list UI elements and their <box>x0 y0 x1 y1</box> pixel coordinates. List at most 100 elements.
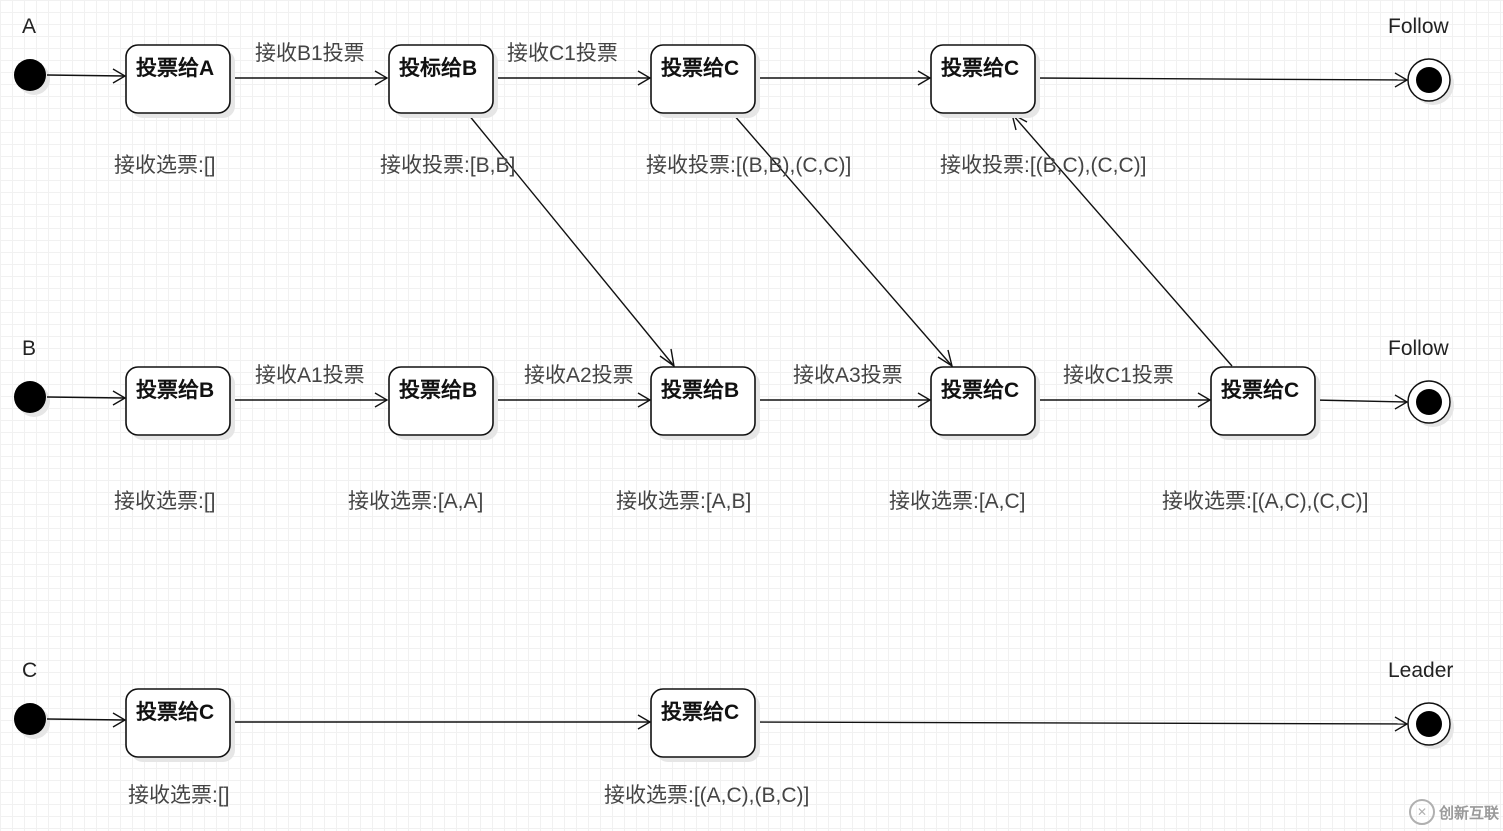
role-label-b: Follow <box>1388 337 1450 360</box>
note-c2: 接收选票:[(A,C),(B,C)] <box>604 784 809 807</box>
edge-label-a2-a3: 接收C1投票 <box>507 42 618 65</box>
state-target-a2: B <box>462 57 477 80</box>
logo-icon: ✕ <box>1408 799 1435 825</box>
arrowhead <box>374 392 389 408</box>
note-b1: 接收选票:[] <box>114 490 216 513</box>
edge-start-a <box>46 74 126 77</box>
arrowhead <box>917 392 932 408</box>
note-a3: 接收投票:[(B,B),(C,C)] <box>646 154 851 177</box>
edge-start-c <box>46 718 126 721</box>
edge-label-b3-b4: 接收A3投票 <box>793 364 903 387</box>
svg-text:投票给C: 投票给C <box>941 378 1019 402</box>
state-target-b2: B <box>462 379 477 402</box>
state-label-b4: 投票给 <box>941 378 1004 402</box>
final-node-b <box>1407 380 1454 427</box>
final-node-a <box>1407 58 1454 105</box>
arrowhead <box>659 348 675 368</box>
start-node-c <box>14 703 50 739</box>
state-target-c1: C <box>199 701 214 724</box>
watermark: ✕ 创新互联 <box>1408 799 1499 825</box>
state-a2: 投标给B <box>388 44 498 118</box>
note-b3: 接收选票:[A,B] <box>616 490 751 513</box>
state-target-a1: A <box>199 57 214 80</box>
edge-a4-final <box>1033 77 1408 81</box>
state-target-b5: C <box>1284 379 1299 402</box>
svg-text:投票给A: 投票给A <box>136 56 214 80</box>
arrowhead <box>1197 392 1212 408</box>
state-label-a3: 投票给 <box>661 56 724 80</box>
arrowhead <box>112 390 127 406</box>
state-a1: 投票给A <box>125 44 235 118</box>
state-a4: 投票给C <box>930 44 1040 118</box>
note-a1: 接收选票:[] <box>114 154 216 177</box>
edge-a3-b4 <box>732 113 953 367</box>
edges <box>46 68 1409 732</box>
state-b3: 投票给B <box>650 366 760 440</box>
edge-label-b4-b5: 接收C1投票 <box>1063 364 1174 387</box>
note-b2: 接收选票:[A,A] <box>348 490 483 513</box>
state-b2: 投票给B <box>388 366 498 440</box>
state-label-a1: 投票给 <box>136 56 199 80</box>
role-label-a: Follow <box>1388 15 1450 38</box>
arrowhead <box>374 70 389 86</box>
edge-b5-a4 <box>1011 113 1233 367</box>
note-a2: 接收投票:[B,B] <box>380 154 515 177</box>
state-c2: 投票给C <box>650 688 760 762</box>
arrowhead <box>637 392 652 408</box>
arrowhead <box>1394 72 1409 88</box>
lane-label-c: C <box>22 659 37 682</box>
arrowhead <box>1394 394 1409 410</box>
edge-c2-final <box>753 721 1408 725</box>
state-b5: 投票给C <box>1210 366 1320 440</box>
state-label-c2: 投票给 <box>661 700 724 724</box>
state-label-b5: 投票给 <box>1221 378 1284 402</box>
start-node-b <box>14 381 50 417</box>
arrowhead <box>112 712 127 728</box>
start-node-a <box>14 59 50 95</box>
state-a3: 投票给C <box>650 44 760 118</box>
state-label-b2: 投票给 <box>399 378 462 402</box>
note-c1: 接收选票:[] <box>128 784 230 807</box>
note-b4: 接收选票:[A,C] <box>889 490 1026 513</box>
note-a4: 接收投票:[(B,C),(C,C)] <box>940 154 1146 177</box>
svg-text:投票给C: 投票给C <box>1221 378 1299 402</box>
state-target-a4: C <box>1004 57 1019 80</box>
edge-label-b2-b3: 接收A2投票 <box>524 364 634 387</box>
state-target-b1: B <box>199 379 214 402</box>
state-target-b4: C <box>1004 379 1019 402</box>
edge-b5-final <box>1313 399 1408 403</box>
state-label-c1: 投票给 <box>136 700 199 724</box>
edge-label-a1-a2: 接收B1投票 <box>255 42 365 65</box>
state-b1: 投票给B <box>125 366 235 440</box>
watermark-text: 创新互联 <box>1438 803 1499 822</box>
svg-text:投票给C: 投票给C <box>136 700 214 724</box>
svg-text:投标给B: 投标给B <box>399 56 477 80</box>
arrowhead <box>112 68 127 84</box>
state-target-a3: C <box>724 57 739 80</box>
state-c1: 投票给C <box>125 688 235 762</box>
arrowhead <box>1394 716 1409 732</box>
state-target-b3: B <box>724 379 739 402</box>
svg-text:投票给C: 投票给C <box>661 56 739 80</box>
state-label-a2: 投标给 <box>399 56 462 80</box>
final-node-c <box>1407 702 1454 749</box>
lane-label-a: A <box>22 15 36 38</box>
edge-a2-b3 <box>467 113 675 367</box>
arrowhead <box>637 714 652 730</box>
svg-text:投票给C: 投票给C <box>661 700 739 724</box>
arrowhead <box>937 349 954 368</box>
state-label-b3: 投票给 <box>661 378 724 402</box>
note-b5: 接收选票:[(A,C),(C,C)] <box>1162 490 1368 513</box>
arrowhead <box>917 70 932 86</box>
state-label-a4: 投票给 <box>941 56 1004 80</box>
lane-label-b: B <box>22 337 36 360</box>
state-b4: 投票给C <box>930 366 1040 440</box>
svg-text:投票给C: 投票给C <box>941 56 1019 80</box>
role-label-c: Leader <box>1388 659 1453 682</box>
state-label-b1: 投票给 <box>136 378 199 402</box>
svg-text:投票给B: 投票给B <box>661 378 739 402</box>
arrowhead <box>637 70 652 86</box>
edge-label-b1-b2: 接收A1投票 <box>255 364 365 387</box>
edge-start-b <box>46 396 126 399</box>
